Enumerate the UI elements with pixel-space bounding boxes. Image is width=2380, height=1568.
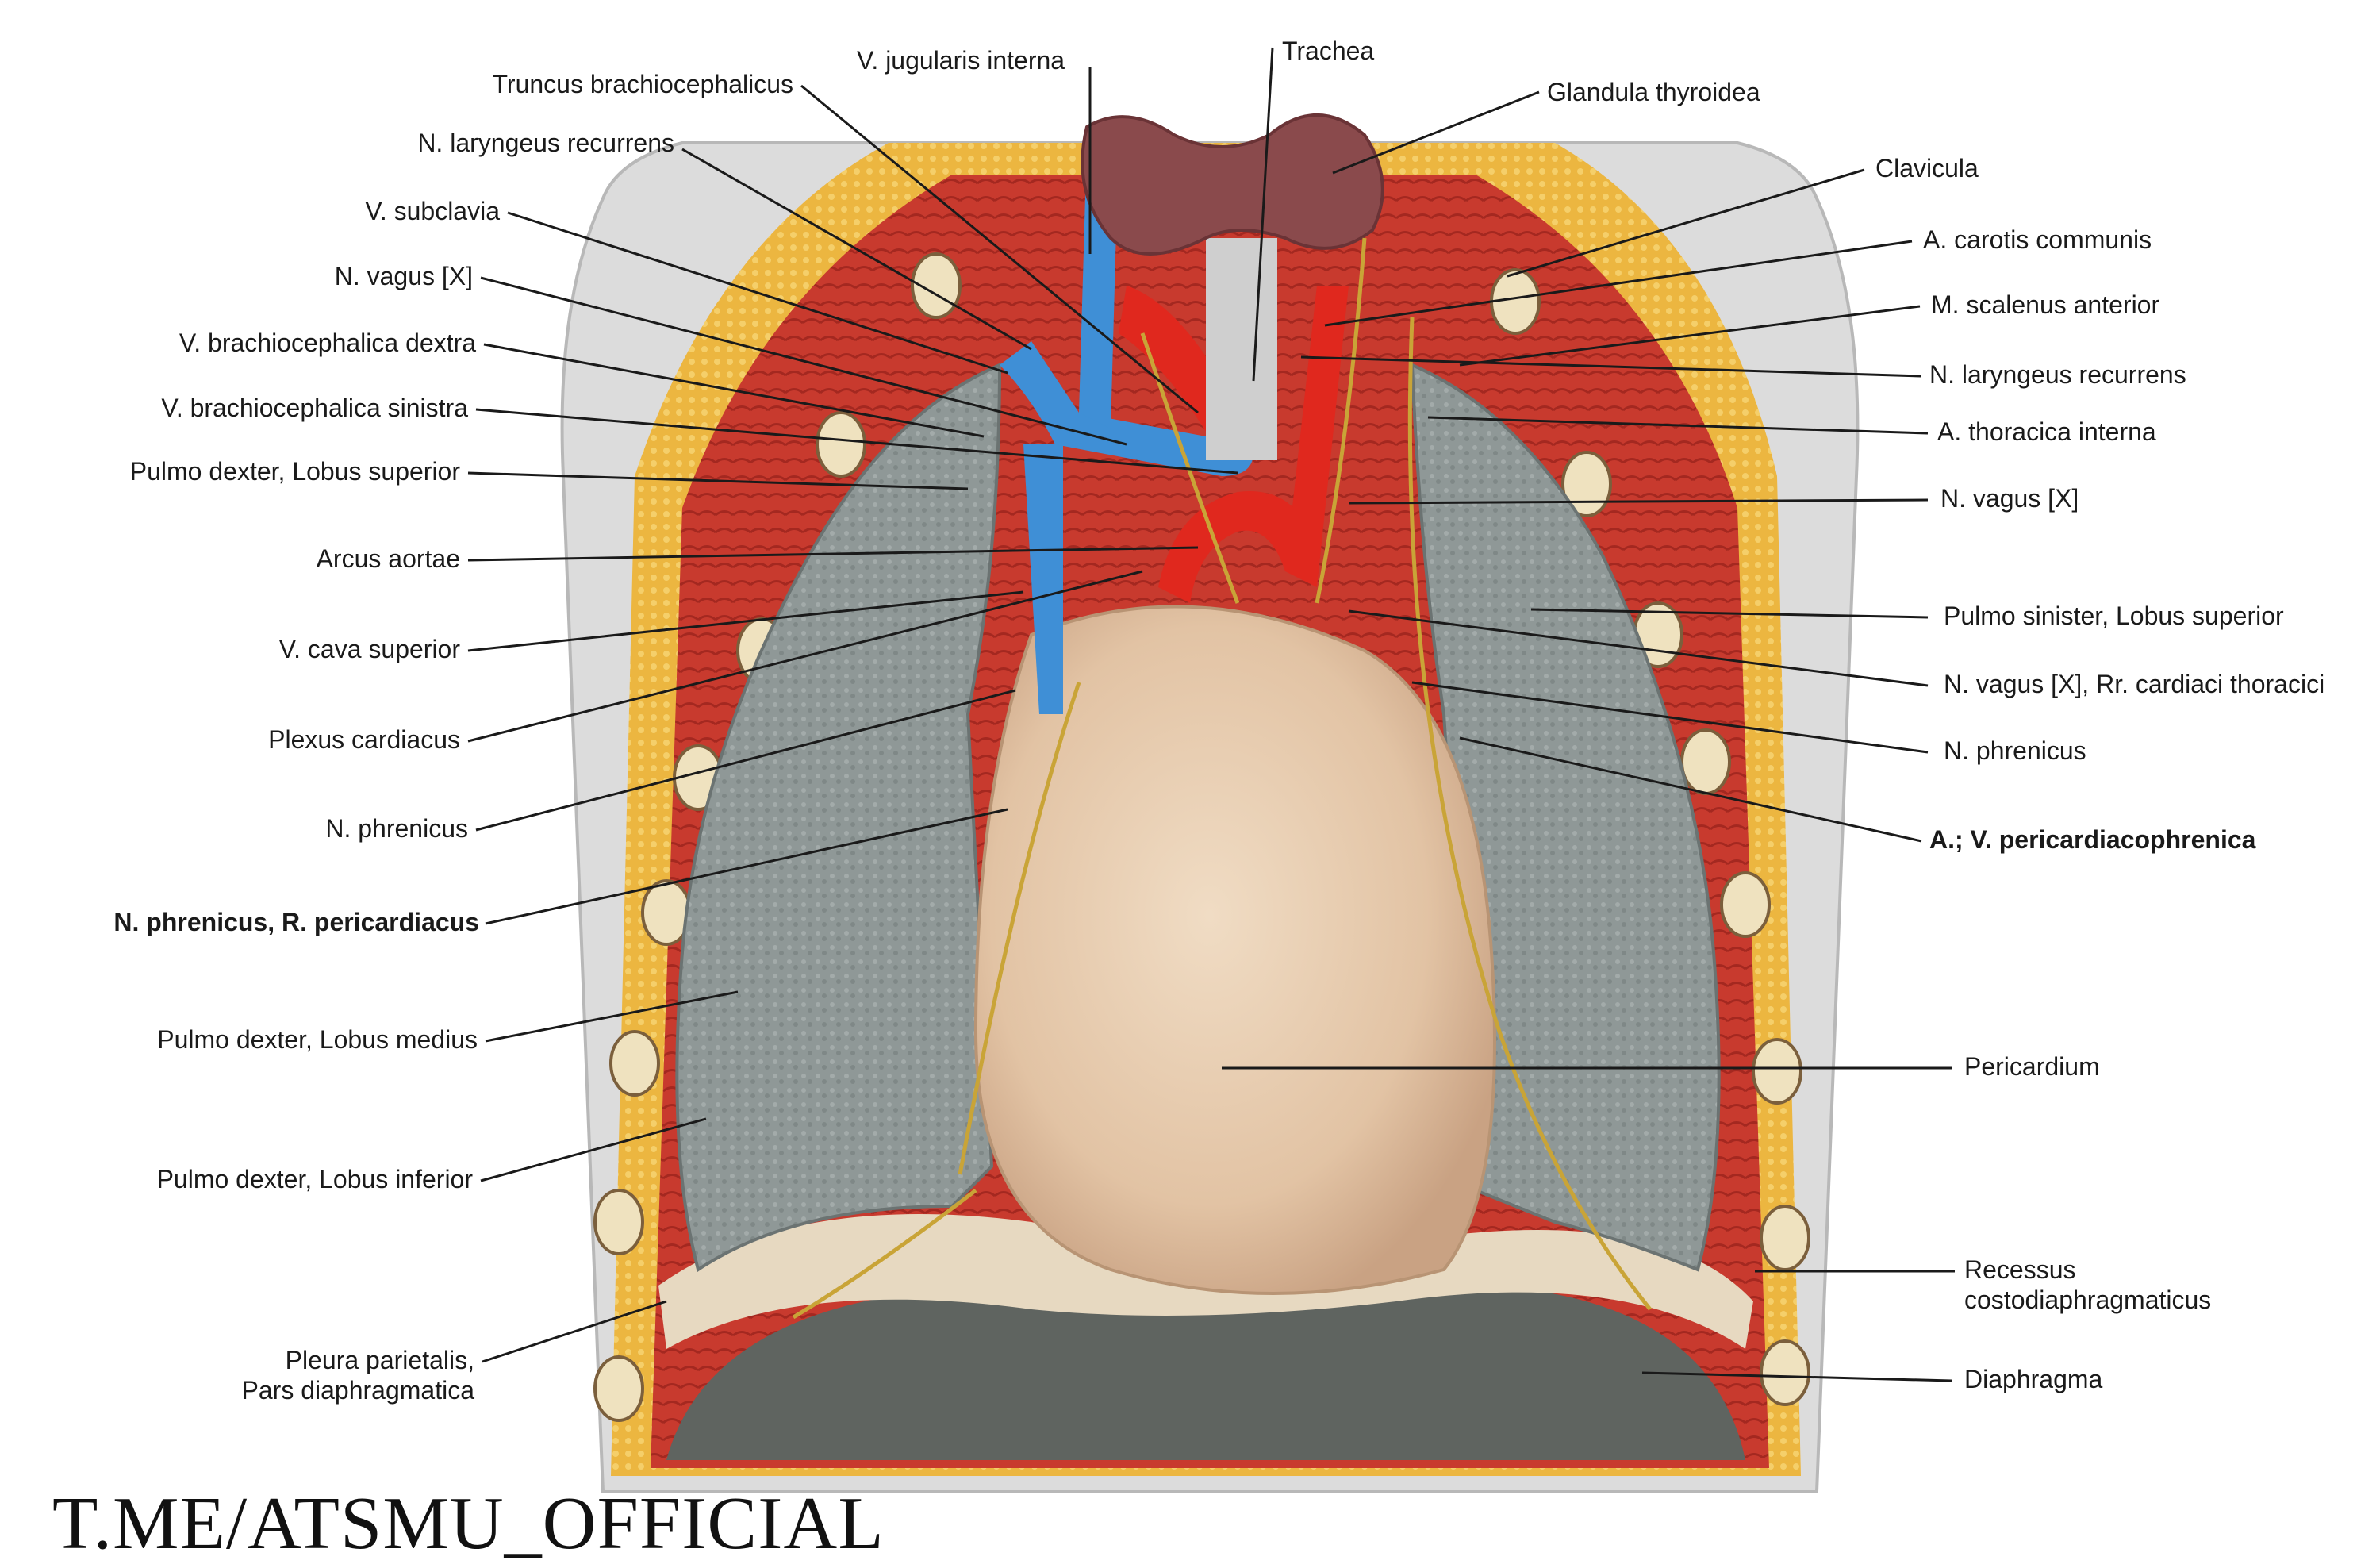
label-a-v-pericardiacophrenica: A.; V. pericardiacophrenica [1929, 825, 2256, 854]
leader-n-phrenicus-left [1411, 681, 1929, 754]
leader-truncus-brachiocephalicus [800, 84, 1199, 414]
label-n-laryngeus-recurrens-left: N. laryngeus recurrens [1929, 360, 2186, 389]
leader-a-v-pericardiacophrenica [1459, 736, 1922, 843]
leader-pulmo-dexter-lobus-medius [485, 990, 739, 1043]
label-n-laryngeus-recurrens-right: N. laryngeus recurrens [417, 129, 674, 157]
leader-v-subclavia [507, 211, 1008, 375]
leader-diaphragma [1641, 1371, 1952, 1382]
label-pulmo-dexter-lobus-medius: Pulmo dexter, Lobus medius [157, 1025, 478, 1054]
label-plexus-cardiacus: Plexus cardiacus [268, 725, 460, 754]
diaphragm [666, 1284, 1745, 1460]
leader-pulmo-dexter-lobus-inferior [480, 1117, 707, 1182]
label-v-cava-superior: V. cava superior [278, 635, 460, 663]
leader-n-laryngeus-recurrens-left [1300, 355, 1922, 378]
label-n-phrenicus-r-pericardiacus: N. phrenicus, R. pericardiacus [113, 908, 479, 936]
label-arcus-aortae: Arcus aortae [316, 544, 460, 573]
leader-v-cava-superior [467, 590, 1024, 652]
brachiocephalic-trunk [1119, 286, 1222, 444]
label-v-jugularis-interna: V. jugularis interna [857, 46, 1065, 75]
nerves [792, 237, 1652, 1320]
label-a-carotis-communis: A. carotis communis [1923, 225, 2152, 254]
leader-n-phrenicus-right [475, 689, 1016, 832]
label-v-brachiocephalica-dextra: V. brachiocephalica dextra [178, 329, 476, 357]
superior-vena-cava [1023, 444, 1063, 714]
pericardium-shape [973, 605, 1496, 1295]
label-recessus-line2: costodiaphragmaticus [1964, 1286, 2212, 1314]
trachea-shape [1206, 238, 1277, 460]
leader-pulmo-sinister-lobus-superior [1530, 608, 1929, 619]
leader-a-carotis-communis [1324, 240, 1913, 327]
brachiocephalic-veins [1000, 341, 1253, 476]
leader-trachea [1252, 47, 1274, 382]
label-trachea: Trachea [1282, 37, 1375, 65]
label-recessus-line1: Recessus [1964, 1255, 2076, 1284]
leader-arcus-aortae [467, 546, 1199, 562]
label-n-phrenicus-left: N. phrenicus [1944, 736, 2086, 765]
label-pulmo-dexter-lobus-inferior: Pulmo dexter, Lobus inferior [156, 1165, 473, 1193]
leader-clavicula [1507, 168, 1865, 278]
label-pleura-parietalis-line2: Pars diaphragmatica [241, 1376, 474, 1405]
leader-a-thoracica-interna [1427, 416, 1929, 435]
label-n-phrenicus-right: N. phrenicus [325, 814, 468, 843]
common-carotid-artery [1285, 286, 1349, 587]
leader-glandula-thyroidea [1332, 90, 1540, 175]
label-m-scalenus-anterior: M. scalenus anterior [1931, 290, 2160, 319]
label-pulmo-dexter-lobus-superior: Pulmo dexter, Lobus superior [129, 457, 460, 486]
leader-pulmo-dexter-lobus-superior [467, 471, 969, 490]
label-a-thoracica-interna: A. thoracica interna [1937, 417, 2156, 446]
label-pleura-parietalis-line1: Pleura parietalis, [285, 1346, 474, 1374]
label-pulmo-sinister-lobus-superior: Pulmo sinister, Lobus superior [1944, 601, 2284, 630]
leader-v-brachiocephalica-sinistra [475, 408, 1238, 475]
label-pericardium: Pericardium [1964, 1052, 2100, 1081]
label-diaphragma: Diaphragma [1964, 1365, 2103, 1393]
leader-pleura-parietalis [482, 1300, 667, 1363]
label-clavicula: Clavicula [1875, 154, 1979, 183]
leader-n-vagus-right [480, 276, 1127, 446]
right-lung [675, 362, 1002, 1273]
leader-n-vagus-left [1348, 498, 1929, 505]
label-truncus-brachiocephalicus: Truncus brachiocephalicus [492, 70, 793, 98]
leader-n-phrenicus-r-pericardiacus [485, 808, 1008, 925]
leader-v-brachiocephalica-dextra [483, 343, 985, 438]
leader-n-vagus-rr-cardiaci [1348, 609, 1929, 687]
leader-lines [467, 47, 1955, 1382]
thyroid-gland [1081, 113, 1384, 256]
label-v-brachiocephalica-sinistra: V. brachiocephalica sinistra [161, 394, 468, 422]
label-n-vagus-right: N. vagus [X] [334, 262, 473, 290]
label-n-vagus-left: N. vagus [X] [1940, 484, 2079, 513]
leader-n-laryngeus-recurrens-right [681, 148, 1032, 351]
label-glandula-thyroidea: Glandula thyroidea [1547, 78, 1760, 106]
leader-plexus-cardiacus [467, 570, 1143, 743]
leader-m-scalenus-anterior [1459, 305, 1921, 367]
aortic-arch [1158, 491, 1317, 603]
label-n-vagus-rr-cardiaci: N. vagus [X], Rr. cardiaci thoracici [1944, 670, 2325, 698]
label-v-subclavia: V. subclavia [365, 197, 500, 225]
watermark-text: T.ME/ATSMU_OFFICIAL [52, 1482, 885, 1565]
